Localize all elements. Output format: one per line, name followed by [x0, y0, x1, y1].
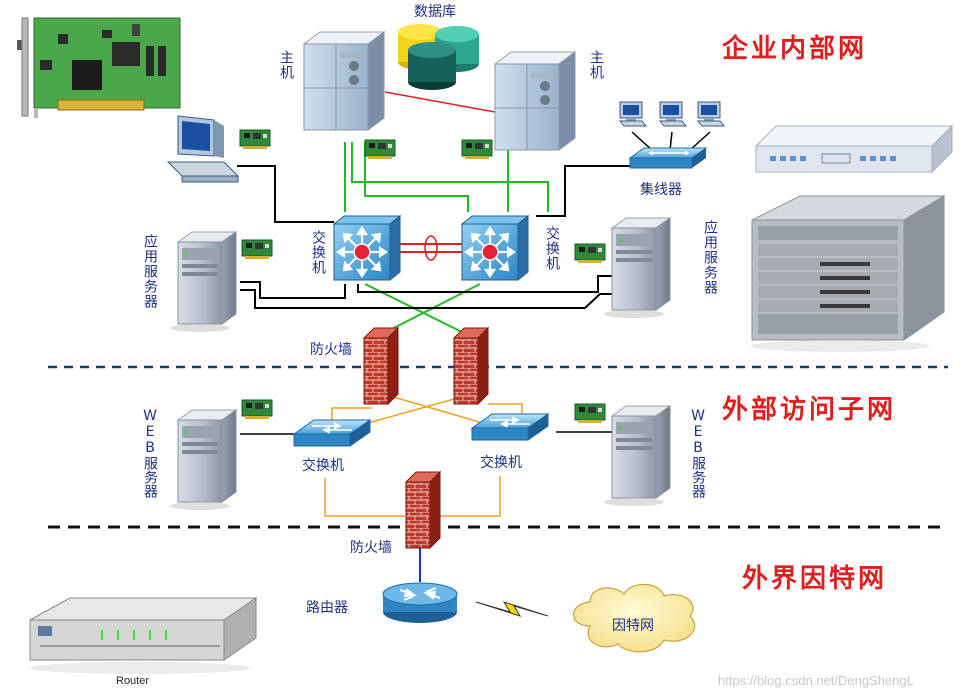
hub-pc-link	[669, 131, 673, 151]
core-switch-right-label: 交换机	[544, 226, 560, 271]
trunk-bundle-marker	[424, 235, 438, 261]
host-right-label: 主机	[588, 50, 604, 80]
hub-pc-link	[631, 131, 653, 151]
app-server-left-tower	[169, 231, 237, 333]
switch-left-label: 交换机	[302, 458, 344, 474]
nic-icon	[461, 139, 493, 160]
zone-title-external-access: 外部访问子网	[722, 395, 897, 425]
green-link	[364, 142, 469, 212]
zone-title-internal: 企业内部网	[722, 34, 868, 64]
green-link	[351, 142, 549, 212]
chassis-router-illustration	[750, 195, 946, 352]
host-server-right	[493, 51, 577, 151]
switch-right-label: 交换机	[480, 455, 522, 471]
watermark: https://blog.csdn.net/DengShengL	[718, 673, 914, 688]
firewall-bottom-label: 防火墙	[350, 540, 392, 556]
black-link	[237, 165, 334, 223]
database-cylinders	[398, 24, 479, 90]
zone-title-internet: 外界因特网	[742, 564, 888, 594]
connections	[237, 91, 711, 582]
web-server-right-label: WEB服务器	[690, 408, 706, 498]
firewall-top-label: 防火墙	[310, 342, 352, 358]
hub-pc-link	[689, 131, 711, 151]
nic-icon	[241, 399, 273, 420]
host-server-left	[302, 31, 386, 131]
router-label: 路由器	[306, 600, 348, 616]
network-card-illustration	[17, 17, 181, 118]
black-link	[357, 275, 612, 293]
client-pc	[619, 101, 647, 127]
orange-link	[488, 403, 523, 418]
web-server-left-label: WEB服务器	[142, 408, 158, 498]
web-server-left-tower	[169, 409, 237, 511]
nic-icon	[364, 139, 396, 160]
app-server-left-label: 应用服务器	[142, 234, 158, 309]
internet-cloud	[573, 583, 696, 653]
hub-device	[628, 147, 708, 169]
web-server-right-tower	[603, 405, 671, 507]
black-link	[240, 289, 612, 309]
router-device-label: Router	[116, 675, 150, 687]
black-link	[536, 165, 630, 217]
nic-icon	[239, 129, 271, 150]
wireless-bolt-icon	[475, 601, 549, 617]
client-pc	[697, 101, 725, 127]
workstation-pc	[166, 115, 240, 183]
client-pc	[659, 101, 687, 127]
app-server-right-tower	[603, 217, 671, 319]
host-link-line	[384, 91, 496, 113]
switch-left	[293, 419, 371, 447]
rack-switch-illustration	[754, 124, 954, 174]
app-server-right-label: 应用服务器	[702, 220, 718, 295]
core-switch-left-label: 交换机	[310, 230, 326, 275]
firewall-top-right	[453, 327, 489, 405]
nic-icon	[574, 243, 606, 264]
database-label: 数据库	[414, 4, 456, 20]
host-left-label: 主机	[278, 50, 294, 80]
nic-icon	[574, 403, 606, 424]
router-hardware-illustration	[29, 597, 258, 674]
internet-cloud-label: 因特网	[612, 618, 654, 634]
core-switch-right	[460, 214, 530, 282]
firewall-bottom	[405, 471, 441, 549]
hub-label: 集线器	[640, 182, 682, 198]
black-link	[240, 281, 346, 299]
firewall-top-left	[363, 327, 399, 405]
nic-icon	[241, 239, 273, 260]
orange-link	[324, 478, 405, 517]
switch-right	[471, 413, 549, 441]
orange-link	[440, 476, 501, 517]
core-switch-left	[332, 214, 402, 282]
orange-link	[331, 407, 372, 424]
router-icon	[382, 582, 458, 623]
